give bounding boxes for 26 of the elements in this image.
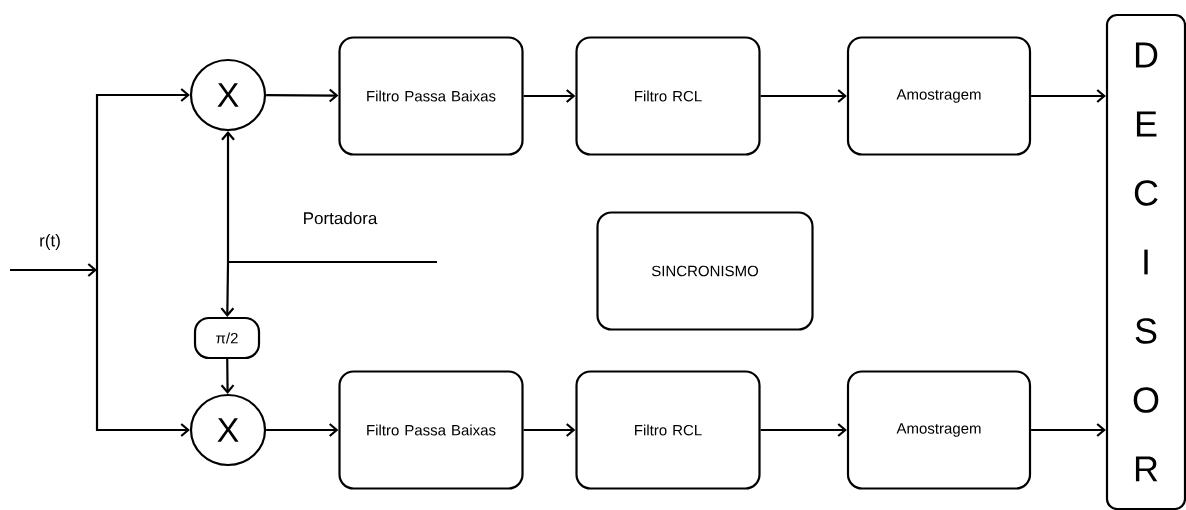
process-box: Filtro Passa Baixas: [338, 36, 524, 156]
arrow: [1031, 423, 1106, 437]
arrow: [1031, 89, 1106, 103]
process-box: Filtro RCL: [575, 370, 761, 490]
decision-box: D E C I S O R: [1105, 13, 1186, 510]
arrow: [220, 261, 235, 317]
process-box: Filtro RCL: [575, 36, 761, 156]
arrow: [220, 359, 235, 394]
arrow: [266, 423, 339, 437]
process-box: Filtro Passa Baixas: [338, 370, 524, 490]
signal-label: r(t): [40, 234, 60, 250]
process-box: Amostragem: [846, 370, 1032, 490]
signal-label: Portadora: [304, 211, 378, 225]
process-box: SINCRONISMO: [596, 211, 814, 331]
arrow: [266, 88, 339, 103]
connector-line: [228, 260, 437, 264]
process-box: Amostragem: [846, 36, 1032, 156]
connector-line: [10, 263, 97, 277]
arrow: [221, 131, 235, 262]
arrow: [760, 89, 847, 103]
arrow: [523, 89, 576, 103]
phase-shift-box: π/2: [193, 316, 261, 360]
arrow: [523, 423, 576, 437]
arrow: [760, 423, 847, 437]
arrow: [95, 88, 190, 270]
arrow: [95, 270, 190, 437]
